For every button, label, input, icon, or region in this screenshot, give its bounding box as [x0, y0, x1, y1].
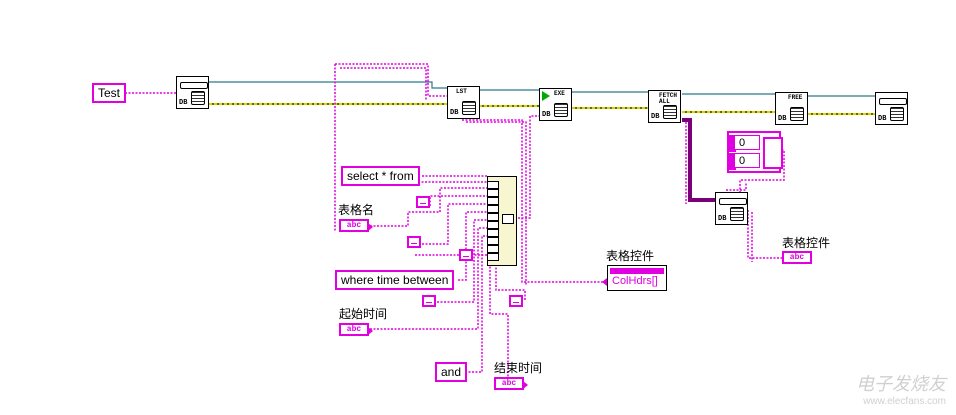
db-fetch-all-vi[interactable]: FETCH ALL DB: [648, 90, 681, 123]
abc-text: abc: [346, 325, 362, 334]
database-icon: [191, 91, 205, 105]
connection-icon: [180, 82, 208, 89]
db-open-vi[interactable]: DB: [176, 76, 209, 109]
empty-string-constant-5[interactable]: [459, 249, 473, 261]
empty-string-constant-3[interactable]: [422, 295, 436, 307]
abc-text: abc: [346, 221, 362, 230]
database-icon: [663, 105, 677, 119]
table-name-label: 表格名: [338, 203, 375, 217]
input-terminal: [487, 205, 499, 213]
connection-icon: [879, 98, 907, 105]
end-time-label: 结束时间: [494, 361, 543, 375]
input-terminal: [487, 221, 499, 229]
connection-icon: [719, 198, 747, 205]
table-control-label-2: 表格控件: [782, 236, 831, 250]
table-control-terminal[interactable]: abc: [782, 251, 812, 264]
and-constant[interactable]: and: [435, 362, 468, 382]
watermark: 电子发烧友 www.elecfans.com: [856, 370, 946, 407]
input-terminal: [487, 253, 499, 261]
concatenate-strings-node[interactable]: [487, 176, 517, 266]
database-icon: [730, 207, 744, 221]
input-terminal: [487, 181, 499, 189]
database-icon: [890, 107, 904, 121]
input-terminal: [487, 213, 499, 221]
colhdrs-property: ColHdrs[]: [612, 275, 658, 287]
database-icon: [554, 103, 568, 117]
db-execute-vi[interactable]: EXE DB: [539, 88, 572, 121]
db-list-tables-vi[interactable]: LST DB: [447, 86, 480, 119]
start-time-terminal[interactable]: abc: [339, 323, 373, 336]
table-control-property-node[interactable]: ColHdrs[]: [602, 265, 667, 291]
fetch-all-tag: FETCH ALL: [659, 92, 678, 105]
database-icon: [790, 107, 804, 121]
play-icon: [542, 91, 550, 101]
db-close-vi[interactable]: DB: [875, 92, 908, 125]
table-control-label-1: 表格控件: [606, 249, 655, 263]
where-time-between-constant[interactable]: where time between: [335, 270, 455, 290]
free-tag: FREE: [788, 94, 803, 101]
cluster-constant[interactable]: 0 0: [727, 131, 783, 173]
db-convert-vi[interactable]: DB: [715, 192, 748, 225]
db-label: DB: [878, 115, 887, 123]
watermark-url: www.elecfans.com: [863, 396, 946, 407]
lst-tag: LST: [456, 88, 467, 95]
db-free-vi[interactable]: FREE DB: [775, 92, 808, 125]
input-terminal: [487, 245, 499, 253]
output-arrow-icon: [368, 327, 373, 335]
watermark-text: 电子发烧友: [856, 374, 946, 394]
db-label: DB: [718, 215, 727, 223]
db-label: DB: [651, 113, 660, 121]
database-icon: [462, 101, 476, 115]
select-from-constant[interactable]: select * from: [341, 166, 420, 186]
input-arrow-icon: [602, 278, 607, 286]
exe-tag: EXE: [554, 90, 565, 97]
output-arrow-icon: [368, 223, 373, 231]
input-terminal: [487, 197, 499, 205]
abc-text: abc: [789, 253, 805, 262]
input-terminal: [487, 189, 499, 197]
string-subcontrol[interactable]: [763, 137, 783, 169]
output-arrow-icon: [523, 381, 528, 389]
input-terminal: [487, 229, 499, 237]
end-time-terminal[interactable]: abc: [494, 377, 528, 390]
start-time-label: 起始时间: [339, 307, 388, 321]
empty-string-constant-2[interactable]: [407, 236, 421, 248]
cluster-value-2[interactable]: 0: [734, 153, 760, 168]
empty-string-constant-1[interactable]: [416, 196, 430, 208]
empty-string-constant-4[interactable]: [509, 295, 523, 307]
property-header: [610, 268, 664, 274]
db-label: DB: [542, 111, 551, 119]
db-label: DB: [179, 99, 188, 107]
db-label: DB: [778, 115, 787, 123]
table-name-terminal[interactable]: abc: [339, 219, 373, 232]
output-terminal-icon: [502, 214, 514, 224]
abc-text: abc: [501, 379, 517, 388]
cluster-value-1[interactable]: 0: [734, 135, 760, 150]
test-constant[interactable]: Test: [92, 83, 127, 103]
db-label: DB: [450, 109, 459, 117]
input-terminal: [487, 237, 499, 245]
